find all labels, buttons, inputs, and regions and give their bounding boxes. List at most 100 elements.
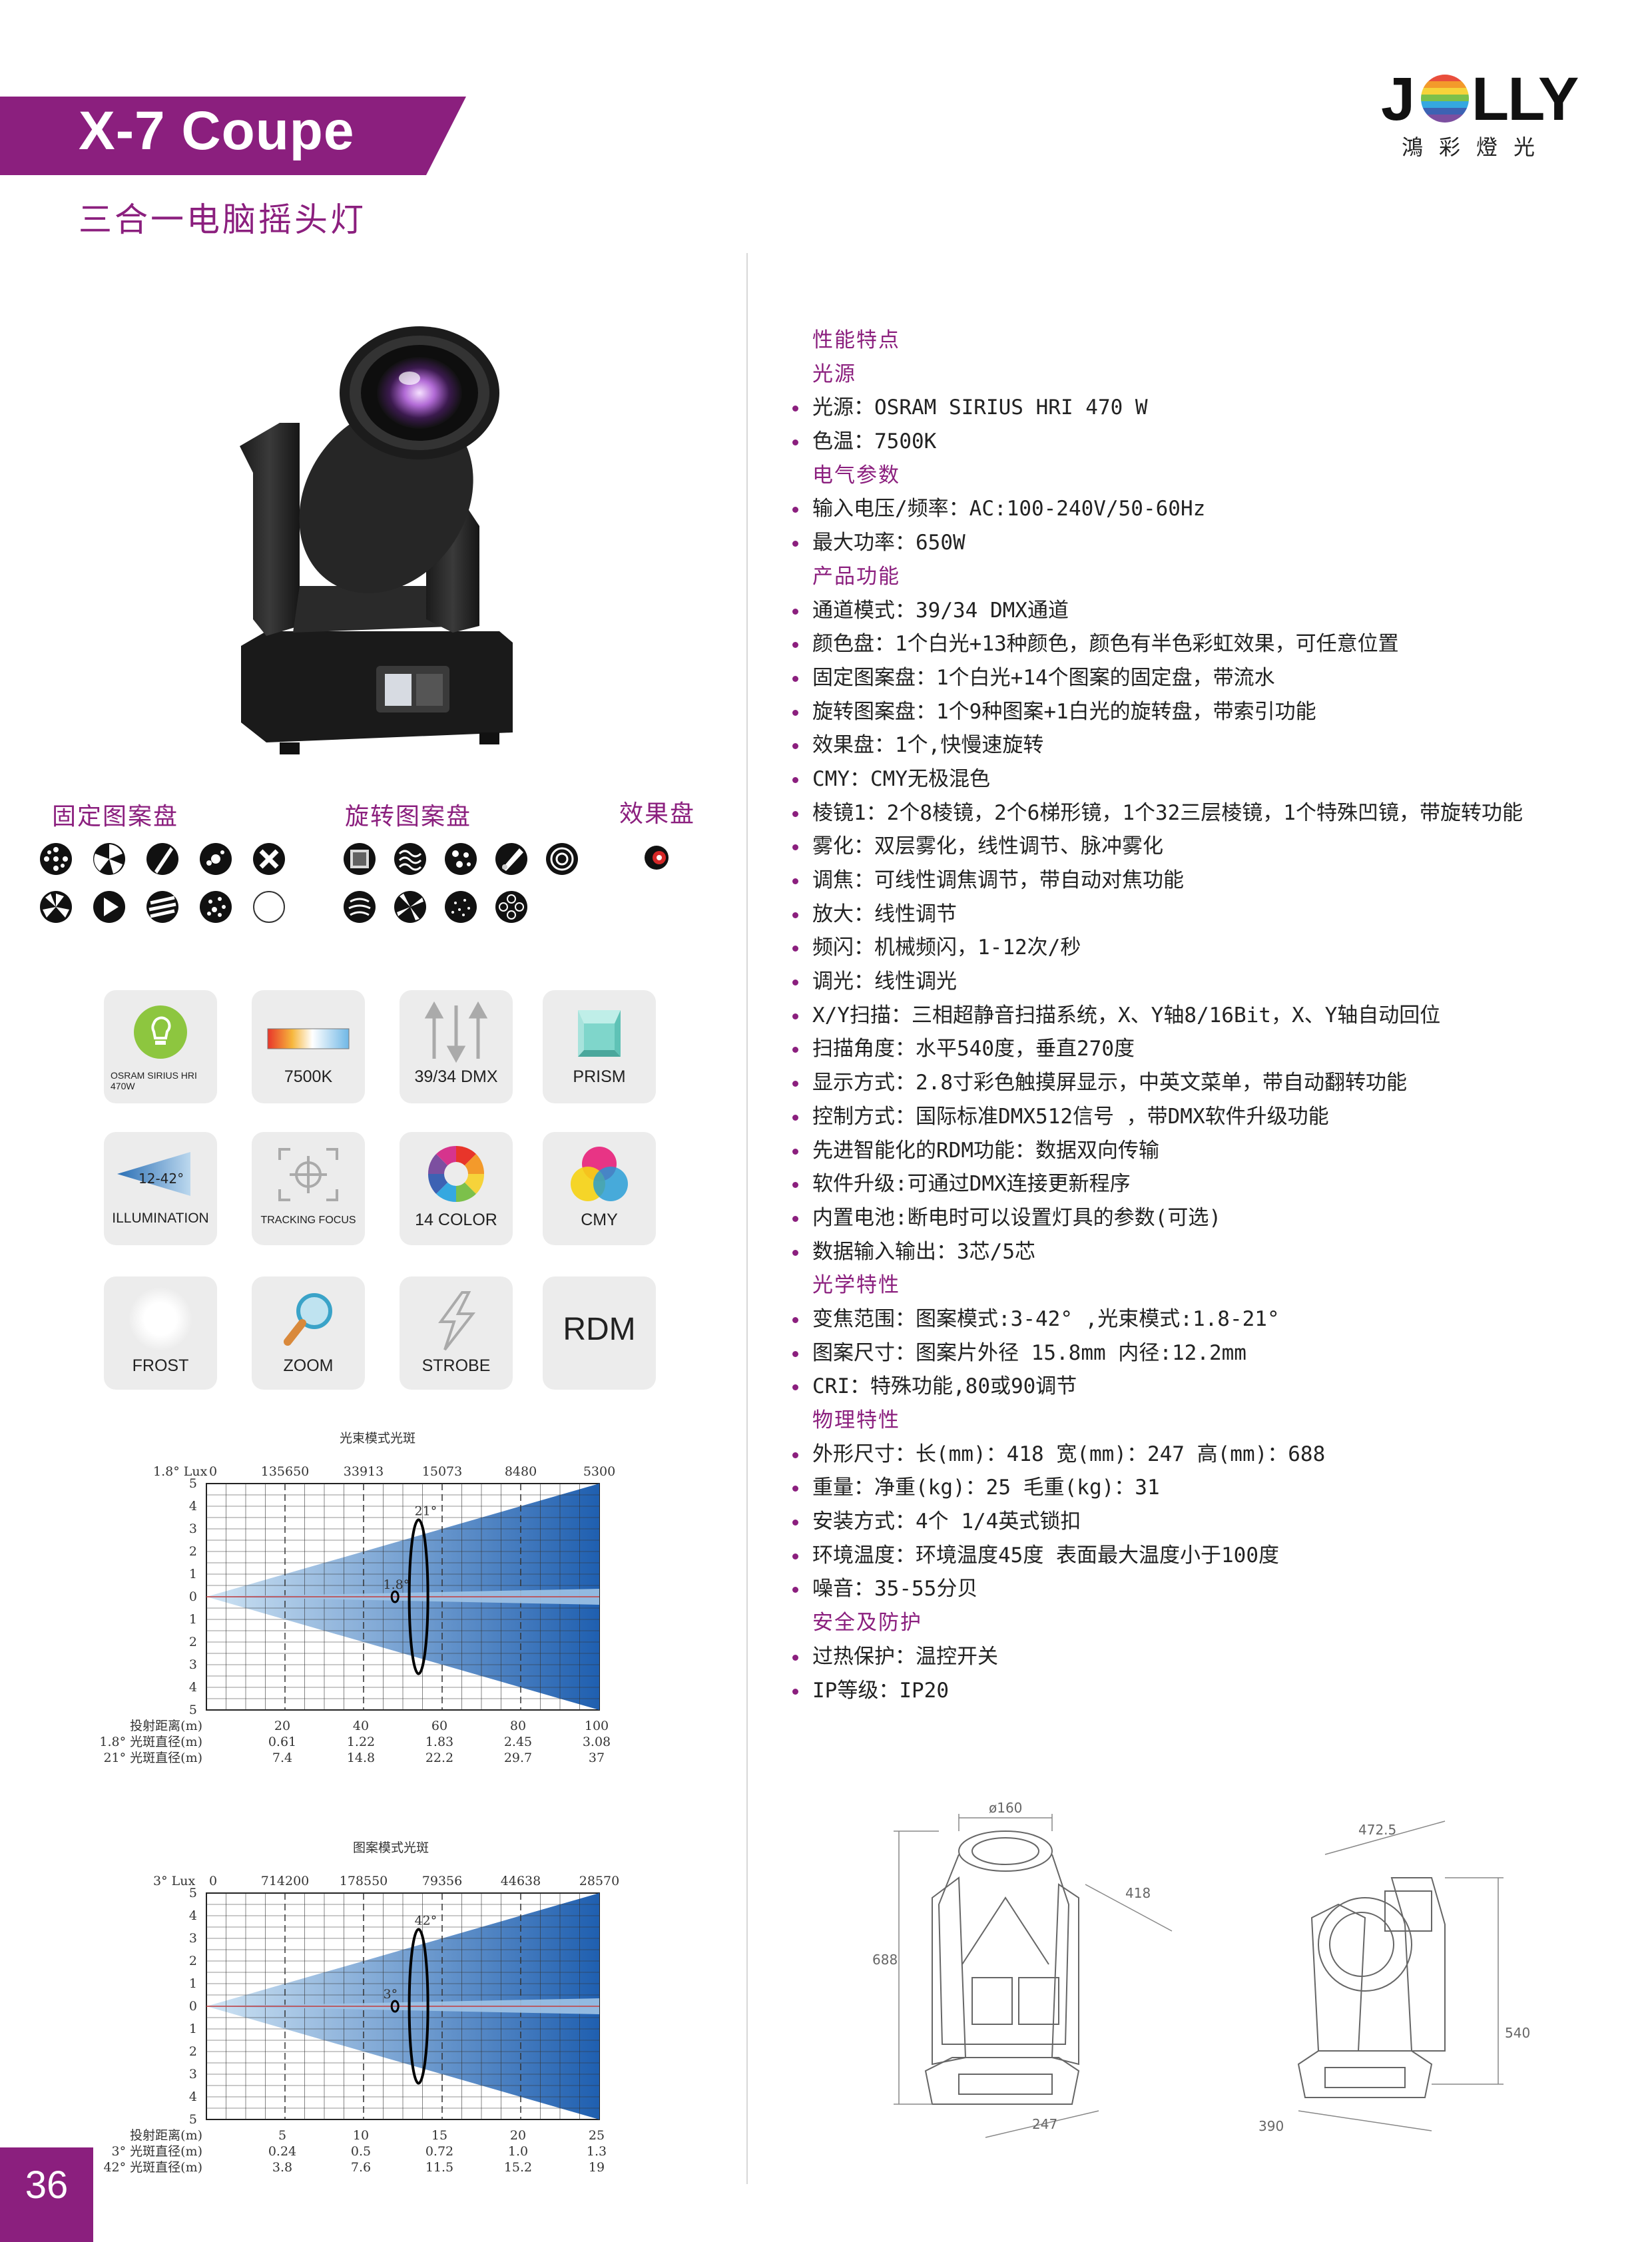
- fixed-gobo-1-icon: [40, 843, 72, 875]
- table-cell: 40: [353, 1719, 369, 1733]
- table-cell: 10: [353, 2128, 369, 2143]
- y-tick-label: 5: [189, 1476, 197, 1491]
- spec-item: 外形尺寸：长(mm)：418 宽(mm)：247 高(mm)：688: [792, 1438, 1631, 1472]
- narrow-spot-ellipse: [390, 2000, 400, 2013]
- fixed-gobo-8-icon: [146, 891, 178, 923]
- table-cell: 100: [585, 1719, 609, 1733]
- spec-heading: 光学特性: [812, 1273, 900, 1298]
- dim-side-width: 390: [1258, 2118, 1284, 2134]
- fixed-gobo-open-icon: [253, 891, 285, 923]
- rotating-gobo-2-icon: [394, 843, 426, 875]
- y-tick-label: 3: [189, 1657, 197, 1672]
- table-cell: 2.45: [504, 1735, 532, 1749]
- spec-item: CRI：特殊功能,80或90调节: [792, 1370, 1631, 1404]
- y-tick-label: 1: [189, 1567, 197, 1581]
- spec-item: 调光：线性调光: [792, 965, 1631, 999]
- table-cell: 14.8: [347, 1751, 375, 1765]
- y-tick-label: 5: [189, 1886, 197, 1900]
- dmx-arrows-icon: [424, 1001, 488, 1063]
- spec-item: 调焦：可线性调焦调节，带自动对焦功能: [792, 864, 1631, 898]
- spec-heading: 性能特点: [812, 328, 900, 352]
- table-cell: 80: [510, 1719, 526, 1733]
- tile-dmx-channels: 39/34 DMX: [400, 990, 513, 1103]
- spec-item: 通道模式：39/34 DMX通道: [792, 594, 1631, 628]
- effect-wheel-label: 效果盘: [619, 800, 696, 828]
- y-tick-label: 4: [189, 1680, 197, 1695]
- lux-value: 5300: [583, 1464, 615, 1479]
- tracking-focus-icon: [278, 1148, 338, 1201]
- lux-value: 15073: [422, 1464, 462, 1479]
- table-cell: 0.5: [351, 2144, 371, 2159]
- table-cell: 19: [589, 2160, 605, 2175]
- lux-value: 79356: [422, 1874, 462, 1888]
- spec-heading: 物理特性: [812, 1408, 900, 1432]
- spec-item: 光源：OSRAM SIRIUS HRI 470 W: [792, 391, 1631, 425]
- narrow-angle-label: 1.8°: [384, 1577, 410, 1592]
- spec-item: X/Y扫描：三相超静音扫描系统，X、Y轴8/16Bit，X、Y轴自动回位: [792, 999, 1631, 1033]
- side-dim-lines: [1298, 1821, 1504, 2131]
- y-tick-label: 4: [189, 2090, 197, 2104]
- table-row-label: 21° 光斑直径(m): [103, 1751, 202, 1765]
- narrow-spot-ellipse: [390, 1590, 400, 1603]
- table-cell: 20: [274, 1719, 290, 1733]
- color-temperature-icon: [267, 1028, 350, 1049]
- svg-text:J: J: [1381, 65, 1415, 133]
- rotating-gobo-label: 旋转图案盘: [345, 803, 472, 830]
- y-tick-label: 2: [189, 1544, 197, 1559]
- beam-angle-value: 12-42°: [138, 1171, 184, 1187]
- fixed-gobo-7-icon: [93, 891, 125, 923]
- rotating-gobo-7-icon: [394, 891, 426, 923]
- spec-item: 重量：净重(kg)：25 毛重(kg)：31: [792, 1471, 1631, 1505]
- rotating-gobo-1-icon: [344, 843, 376, 875]
- fixed-gobo-3-icon: [146, 843, 178, 875]
- lux-value: 8480: [505, 1464, 537, 1479]
- table-cell: 0.24: [268, 2144, 296, 2159]
- color-wheel-icon: [427, 1145, 485, 1203]
- strobe-icon: [438, 1291, 476, 1351]
- tile-prism: PRISM: [543, 990, 656, 1103]
- fixed-gobo-2-icon: [93, 843, 125, 875]
- table-cell: 22.2: [425, 1751, 453, 1765]
- wide-angle-label: 42°: [415, 1914, 437, 1928]
- spec-item: 内置电池:断电时可以设置灯具的参数(可选): [792, 1201, 1631, 1235]
- table-cell: 1.22: [347, 1735, 375, 1749]
- spec-item: 雾化：双层雾化，线性调节、脉冲雾化: [792, 830, 1631, 864]
- table-cell: 60: [431, 1719, 447, 1733]
- y-tick-label: 1: [189, 2022, 197, 2036]
- wide-spot-ellipse: [408, 1928, 429, 2085]
- lux-value: 178550: [340, 1874, 388, 1888]
- spec-item: 放大：线性调节: [792, 898, 1631, 932]
- table-cell: 0.72: [425, 2144, 453, 2159]
- spec-item: 固定图案盘：1个白光+14个图案的固定盘，带流水: [792, 661, 1631, 695]
- page-number: 36: [25, 2163, 69, 2207]
- rotating-gobo-9-icon: [495, 891, 527, 923]
- gobo-icons: [40, 843, 669, 923]
- fixed-gobo-9-icon: [200, 891, 232, 923]
- narrow-angle-label: 3°: [384, 1987, 398, 2002]
- y-tick-label: 2: [189, 1635, 197, 1649]
- y-tick-label: 5: [189, 1703, 197, 1717]
- lux-value: 0: [209, 1464, 217, 1479]
- lux-value: 44638: [501, 1874, 541, 1888]
- spec-item: IP等级：IP20: [792, 1674, 1631, 1708]
- y-tick-label: 0: [189, 1999, 197, 2014]
- spec-item: 频闪：机械频闪，1-12次/秒: [792, 931, 1631, 965]
- spec-item: 旋转图案盘：1个9种图案+1白光的旋转盘，带索引功能: [792, 695, 1631, 729]
- spec-item: 扫描角度：水平540度，垂直270度: [792, 1032, 1631, 1066]
- tile-color-temperature: 7500K: [252, 990, 365, 1103]
- page-number-box: [0, 2147, 93, 2242]
- table-row-label: 1.8° 光斑直径(m): [99, 1735, 202, 1749]
- table-cell: 5: [278, 2128, 286, 2143]
- lux-label: 1.8° Lux: [153, 1464, 208, 1479]
- tile-zoom: ZOOM: [252, 1276, 365, 1390]
- fixed-gobo-5-icon: [253, 843, 285, 875]
- y-tick-label: 2: [189, 2044, 197, 2059]
- zoom-icon: [284, 1293, 332, 1346]
- tile-illumination: 12-42° ILLUMINATION: [104, 1132, 217, 1245]
- table-row-label: 投射距离(m): [130, 2128, 202, 2143]
- spec-item: 图案尺寸：图案片外径 15.8mm 内径:12.2mm: [792, 1336, 1631, 1370]
- table-cell: 3.08: [583, 1735, 611, 1749]
- tile-cmy: CMY: [543, 1132, 656, 1245]
- wide-spot-ellipse: [408, 1518, 429, 1675]
